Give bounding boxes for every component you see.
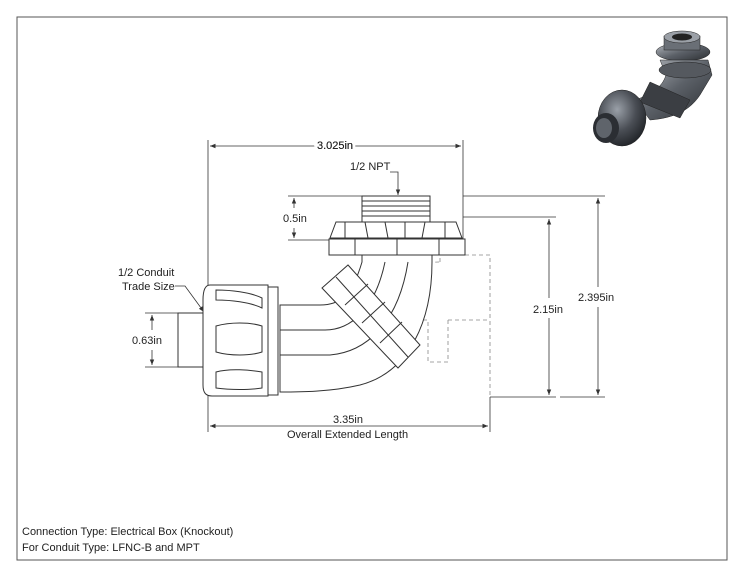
dim-height-inner-label: 2.15in [533, 304, 563, 316]
dim-overall-width [207, 140, 464, 290]
dim-extended-length [207, 390, 491, 432]
fitting-render [593, 30, 713, 147]
thread-nipple [361, 195, 431, 223]
dim-extended-length-caption: Overall Extended Length [287, 429, 408, 441]
dim-thread-height [288, 195, 362, 241]
note-conduit-type: For Conduit Type: LFNC-B and MPT [22, 542, 200, 554]
notes-block: Connection Type: Electrical Box (Knockou… [22, 524, 233, 556]
dim-height-inner [463, 216, 556, 398]
dim-extended-length-label: 3.35in [333, 414, 363, 426]
note-connection-type: Connection Type: Electrical Box (Knockou… [22, 526, 234, 538]
dim-conduit-dia [145, 312, 178, 368]
dim-overall-width-label-fg: 3.025in [317, 140, 353, 152]
conduit-leader [175, 285, 205, 313]
sheet-border [16, 16, 728, 561]
dim-overall-width-label: 3.025in [317, 140, 353, 152]
locknut [329, 221, 463, 239]
thread-label: 1/2 NPT [350, 161, 391, 173]
gland-nut [321, 264, 421, 369]
conduit-label-line1: 1/2 Conduit [118, 267, 174, 279]
compression-cap [202, 284, 279, 397]
dim-height-outer-label: 2.395in [578, 292, 614, 304]
conduit-label-line2: Trade Size [122, 281, 175, 293]
dim-thread-height-label: 0.5in [283, 213, 307, 225]
dim-height-outer [463, 195, 605, 398]
thread-leader [390, 171, 401, 195]
hex-body [328, 238, 466, 256]
dim-conduit-dia-label: 0.63in [132, 335, 162, 347]
conduit-stub [177, 312, 204, 368]
